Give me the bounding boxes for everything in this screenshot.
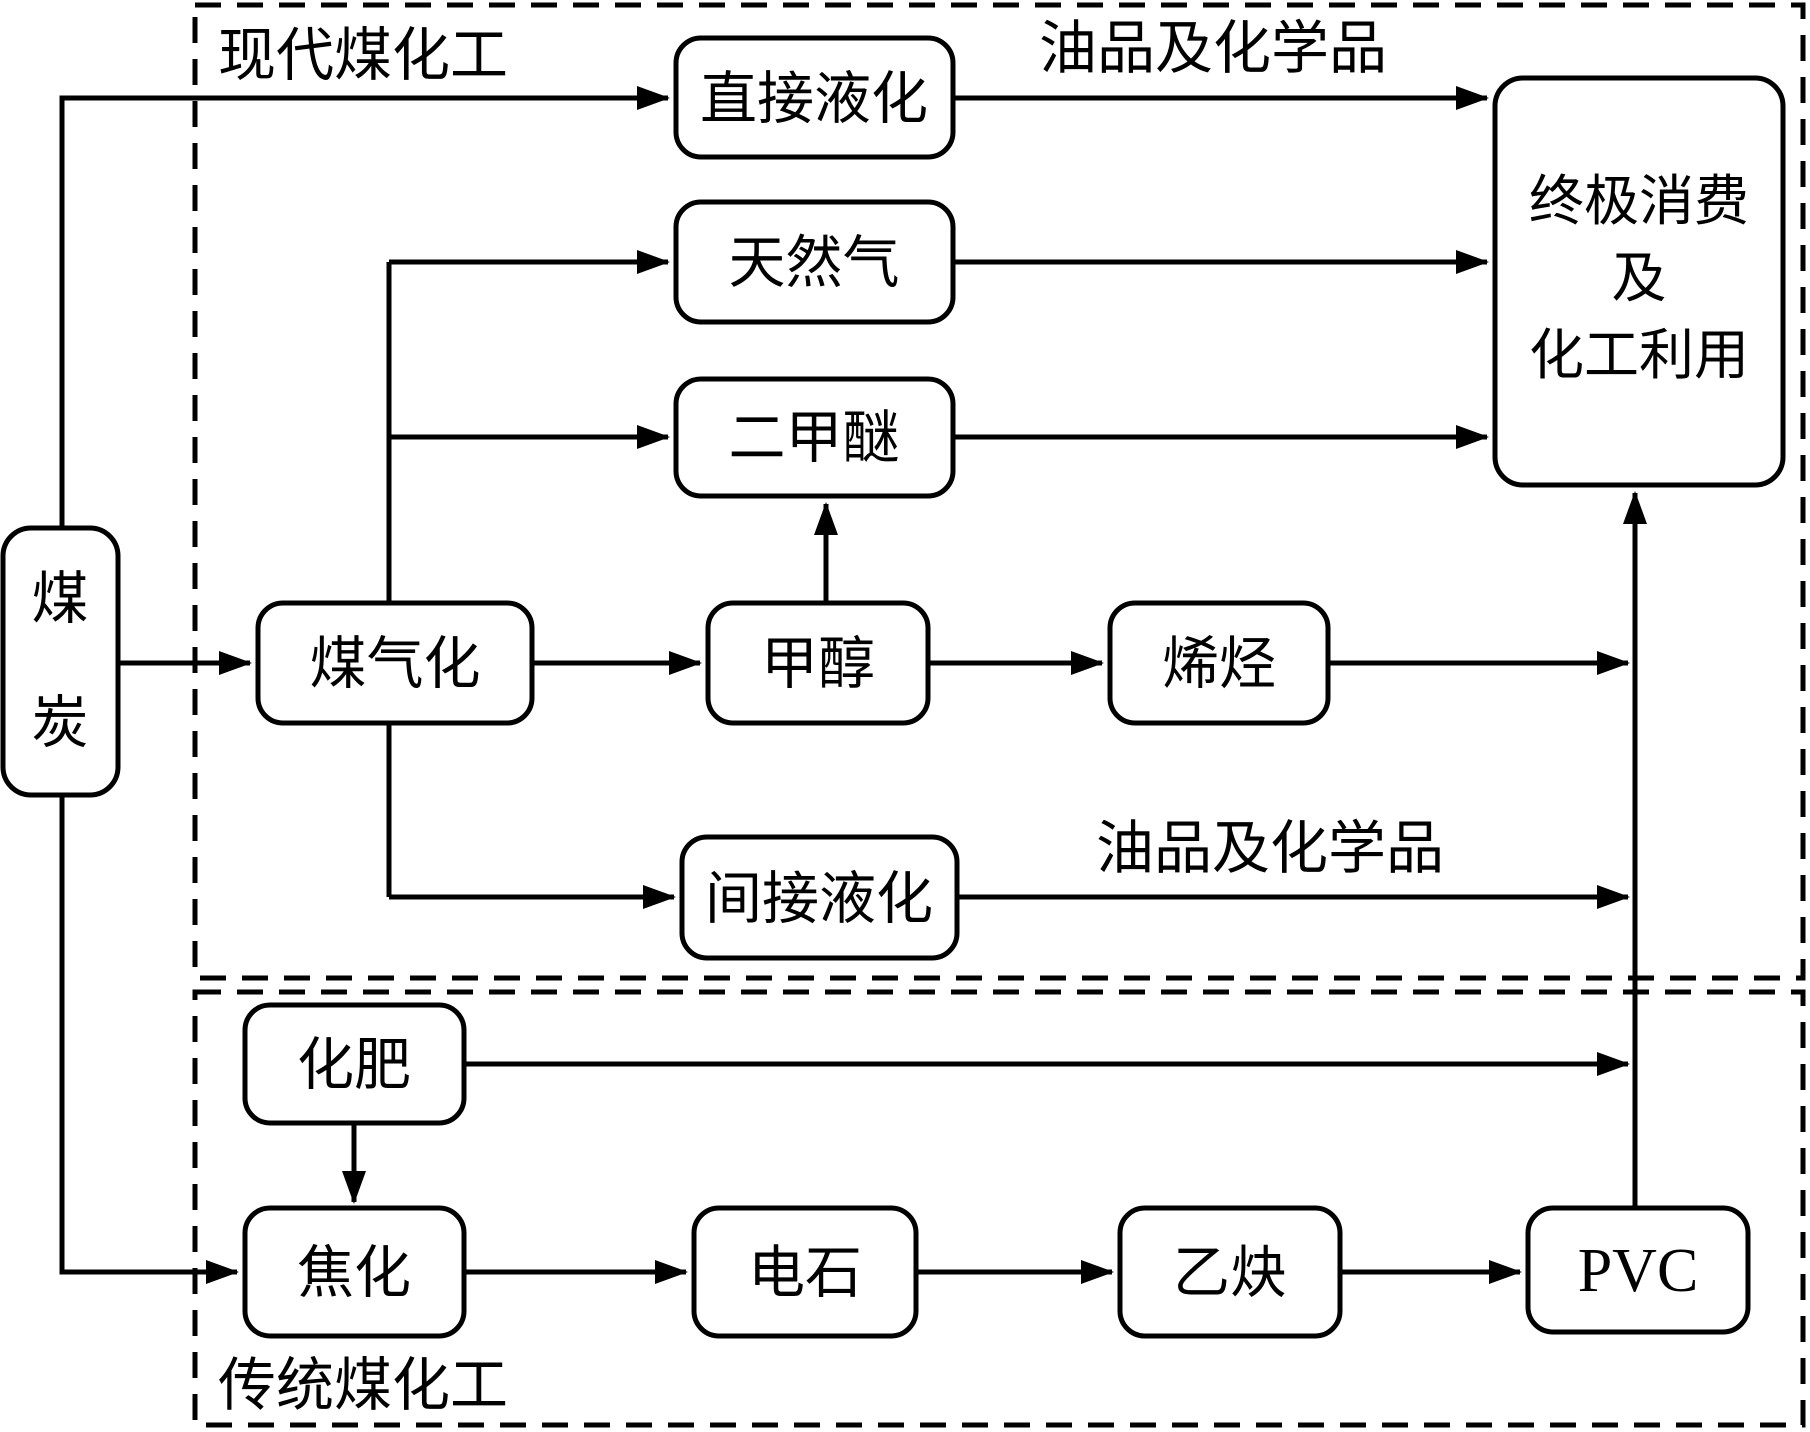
methanol-box [705, 600, 931, 726]
arrow-coal-to-direct-liquefaction [59, 86, 670, 528]
direct-liquefaction-label: 直接液化 [700, 68, 928, 131]
node-calcium-carbide: 电石 [691, 1205, 919, 1339]
indirect-liquefaction-label: 间接液化 [705, 868, 933, 931]
coking-box [242, 1205, 467, 1339]
dme-label: 二甲醚 [729, 407, 900, 470]
edge-label-oil-products-bottom: 油品及化学品 [1096, 816, 1444, 881]
calcium-carbide-label: 电石 [748, 1242, 862, 1305]
traditional-section-label: 传统煤化工 [218, 1353, 508, 1418]
acetylene-label: 乙炔 [1173, 1242, 1287, 1305]
natural-gas-label: 天然气 [729, 232, 900, 295]
coal-gasification-label: 煤气化 [310, 633, 481, 696]
node-dme: 二甲醚 [673, 376, 956, 499]
node-coking: 焦化 [242, 1205, 467, 1339]
arrow-coal-to-coking [59, 795, 239, 1284]
node-final-consumption: 终极消费 及 化工利用 [1492, 75, 1786, 488]
coal-label-line2: 炭 [32, 692, 89, 755]
node-fertilizer: 化肥 [242, 1002, 467, 1126]
olefins-label: 烯烃 [1162, 633, 1276, 696]
final-consumption-box [1492, 75, 1786, 488]
node-methanol: 甲醇 [705, 600, 931, 726]
final-consumption-label-line2: 及 [1611, 248, 1666, 309]
traditional-section-border [192, 989, 1806, 1428]
final-consumption-label-line3: 化工利用 [1529, 325, 1749, 386]
fertilizer-box [242, 1002, 467, 1126]
pvc-box [1525, 1205, 1751, 1335]
modern-section-border [192, 2, 1806, 981]
coal-label-line1: 煤 [32, 568, 89, 631]
node-pvc: PVC [1525, 1205, 1751, 1335]
natural-gas-box [673, 199, 956, 325]
pvc-label: PVC [1578, 1237, 1699, 1305]
node-indirect-liquefaction: 间接液化 [679, 834, 960, 961]
direct-liquefaction-box [673, 35, 956, 160]
final-consumption-label-line1: 终极消费 [1529, 171, 1749, 232]
olefins-box [1107, 600, 1331, 726]
node-olefins: 烯烃 [1107, 600, 1331, 726]
coking-label: 焦化 [297, 1242, 411, 1305]
node-coal: 煤 炭 [0, 525, 121, 798]
node-acetylene: 乙炔 [1117, 1205, 1343, 1339]
methanol-label: 甲醇 [761, 633, 875, 696]
coal-box [0, 525, 121, 798]
node-direct-liquefaction: 直接液化 [673, 35, 956, 160]
coal-gasification-box [255, 600, 535, 726]
modern-section-label: 现代煤化工 [218, 23, 508, 88]
node-coal-gasification: 煤气化 [255, 600, 535, 726]
node-natural-gas: 天然气 [673, 199, 956, 325]
calcium-carbide-box [691, 1205, 919, 1339]
acetylene-box [1117, 1205, 1343, 1339]
dme-box [673, 376, 956, 499]
edge-label-oil-products-top: 油品及化学品 [1039, 16, 1387, 81]
indirect-liquefaction-box [679, 834, 960, 961]
fertilizer-label: 化肥 [297, 1034, 411, 1097]
